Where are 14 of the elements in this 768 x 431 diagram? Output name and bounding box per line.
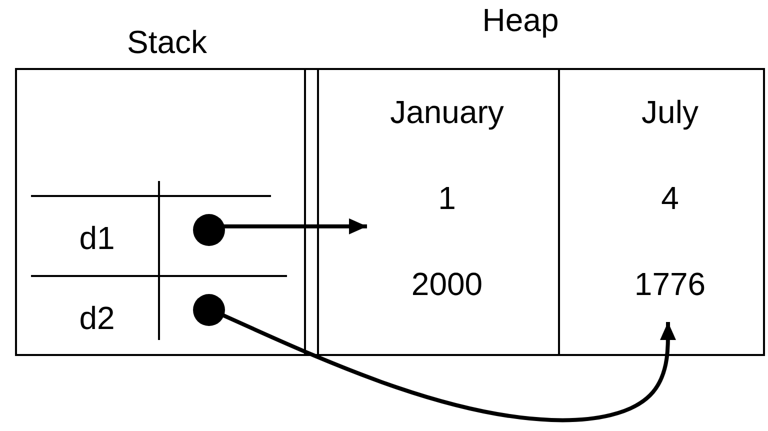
field-value: 2000 bbox=[410, 265, 484, 304]
pointer-dot bbox=[193, 294, 225, 326]
pointer-dot bbox=[193, 214, 225, 246]
field-value: 4 bbox=[660, 179, 680, 218]
panel-heading: Stack bbox=[126, 23, 208, 62]
pointer-arrow bbox=[222, 218, 367, 234]
field-value: 1776 bbox=[633, 265, 707, 304]
panel-heading: Heap bbox=[481, 1, 560, 40]
object-name: July bbox=[640, 93, 700, 132]
field-value: 1 bbox=[437, 179, 457, 218]
variable-name: d2 bbox=[78, 299, 116, 338]
object-name: January bbox=[389, 93, 505, 132]
pointer-arrow bbox=[220, 312, 676, 422]
variable-name: d1 bbox=[78, 219, 116, 258]
